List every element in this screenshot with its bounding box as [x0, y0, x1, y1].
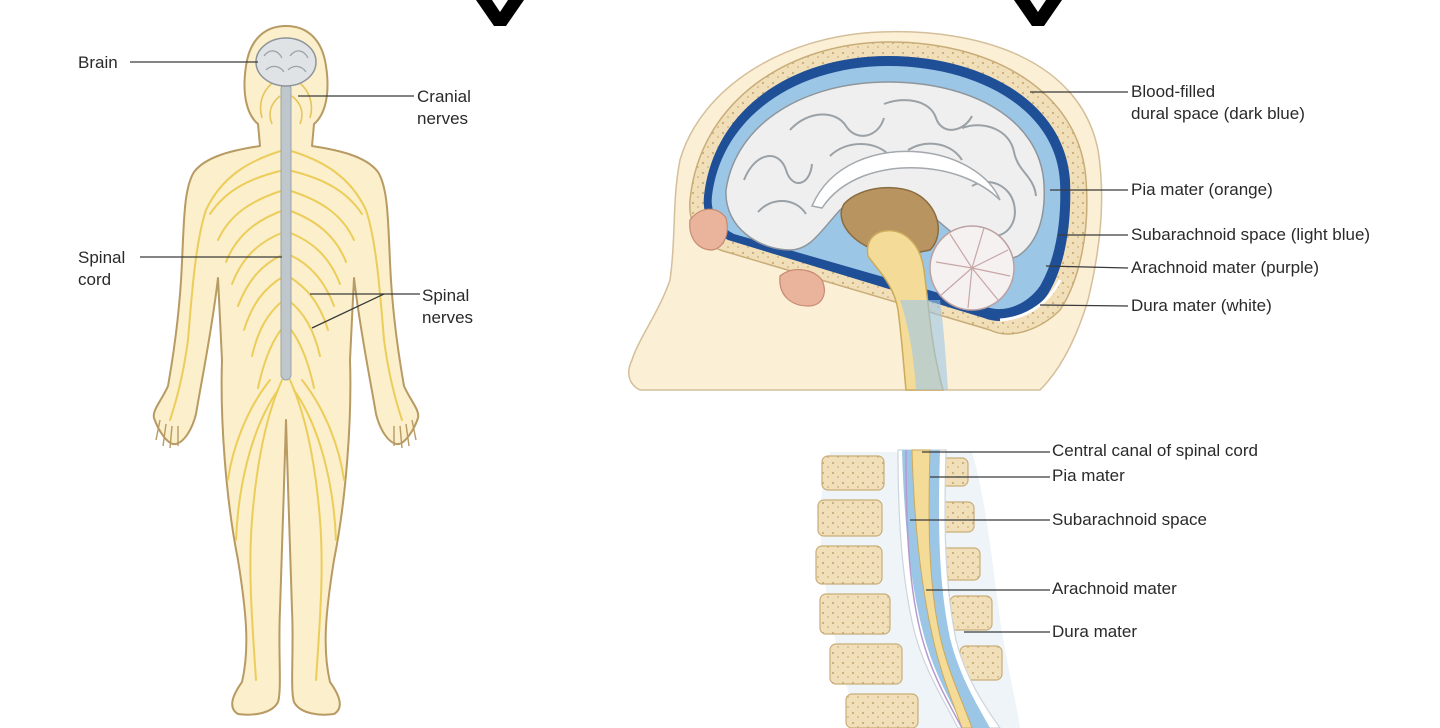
- corpus-callosum: [810, 150, 1001, 209]
- label-spinal-nerves: Spinal nerves: [422, 286, 474, 327]
- spine-leader-lines: [910, 451, 1050, 633]
- frontal-sinus: [689, 208, 728, 251]
- brain: [255, 37, 317, 87]
- spinal-canal-upper: [900, 300, 948, 390]
- fingers: [155, 419, 417, 449]
- spinal-cord: [280, 83, 292, 381]
- label-cranial-nerves: Cranial nerves: [417, 87, 471, 128]
- human-body-figure: [152, 25, 420, 716]
- vertebrae: [815, 455, 1003, 728]
- label-blood-filled-dural-space: Blood-filled dural space (dark blue): [1131, 82, 1305, 123]
- spinal-nerves: [169, 149, 403, 681]
- dural-outer: [999, 279, 1062, 322]
- head-section-figure: [627, 30, 1103, 391]
- label-head-pia-mater: Pia mater (orange): [1131, 180, 1273, 199]
- label-spine-pia-mater: Pia mater: [1052, 466, 1125, 485]
- cropped-title-fragment: [476, 0, 1062, 26]
- sphenoid-sinus: [779, 269, 825, 307]
- label-head-subarachnoid-space: Subarachnoid space (light blue): [1131, 225, 1371, 244]
- label-brain: Brain: [78, 53, 118, 72]
- label-spine-subarachnoid-space: Subarachnoid space: [1052, 510, 1208, 529]
- label-central-canal: Central canal of spinal cord: [1052, 441, 1259, 460]
- spine-section-figure: [815, 449, 1020, 728]
- label-head-dura-mater: Dura mater (white): [1131, 296, 1272, 315]
- cerebellum-folia: [935, 227, 1011, 309]
- label-spine-dura-mater: Dura mater: [1052, 622, 1138, 641]
- label-spine-arachnoid-mater: Arachnoid mater: [1052, 579, 1177, 598]
- head-leader-lines: [1030, 91, 1129, 307]
- arachnoid-line: [905, 449, 963, 728]
- label-spinal-cord: Spinal cord: [78, 248, 126, 289]
- brain-gyri: [263, 50, 309, 73]
- cerebral-gyri: [743, 99, 1037, 237]
- midbrain: [840, 186, 939, 257]
- label-head-arachnoid-mater: Arachnoid mater (purple): [1131, 258, 1320, 277]
- body-leader-lines: [130, 61, 420, 329]
